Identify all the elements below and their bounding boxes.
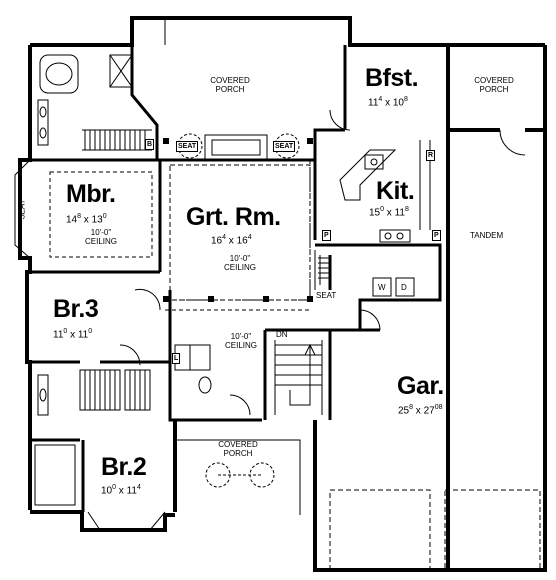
grt-rm-room-name: Grt. Rm.	[186, 203, 281, 231]
stairs-dn-label: DN	[276, 330, 288, 339]
gar-dimensions: 258 x 2708	[398, 404, 443, 417]
shower	[109, 54, 133, 88]
seat-right-label: SEAT	[273, 141, 296, 152]
exterior-wall	[30, 16, 448, 47]
seat-bay-label: SEAT	[17, 199, 27, 220]
refrigerator-label: R	[426, 150, 436, 161]
vanity	[37, 99, 49, 146]
tandem-label: TANDEM	[470, 231, 504, 240]
wall-hall	[168, 290, 262, 422]
mbr-dimensions: 148 x 130	[66, 213, 107, 226]
washer-label: W	[378, 283, 386, 292]
tub	[39, 54, 79, 94]
gar-room-name: Gar.	[397, 372, 444, 400]
hall-ceiling-label: 10'-0"CEILING	[224, 332, 257, 350]
pantry-label: P	[322, 230, 331, 241]
br2-dimensions: 100 x 114	[101, 484, 141, 497]
exterior-wall-bottom-right	[313, 45, 547, 572]
grt-rm-ceiling-label: 10'-0"CEILING	[223, 254, 256, 272]
bfst-dimensions: 114 x 108	[368, 96, 408, 109]
br2-room-name: Br.2	[101, 453, 147, 481]
br3-room-name: Br.3	[53, 295, 99, 323]
seat-left-label: SEAT	[176, 141, 199, 152]
exterior-wall-bottom-left	[30, 510, 175, 532]
grt-rm-dimensions: 164 x 164	[211, 234, 252, 247]
pantry-label-2: P	[432, 230, 441, 241]
mbr-ceiling-label: 10'-0"CEILING	[84, 228, 117, 246]
kit-dimensions: 150 x 118	[369, 206, 409, 219]
dryer-label: D	[401, 283, 407, 292]
wall-kit-left	[313, 128, 345, 240]
br3-dimensions: 110 x 110	[53, 328, 93, 341]
linen-label: L	[172, 353, 181, 364]
bfst-room-name: Bfst.	[365, 64, 419, 92]
exterior-wall-left	[18, 45, 32, 510]
mbr-room-name: Mbr.	[66, 180, 116, 208]
b-label: B	[145, 139, 155, 150]
seat-lower-label: SEAT	[316, 291, 337, 300]
kit-room-name: Kit.	[376, 177, 415, 205]
